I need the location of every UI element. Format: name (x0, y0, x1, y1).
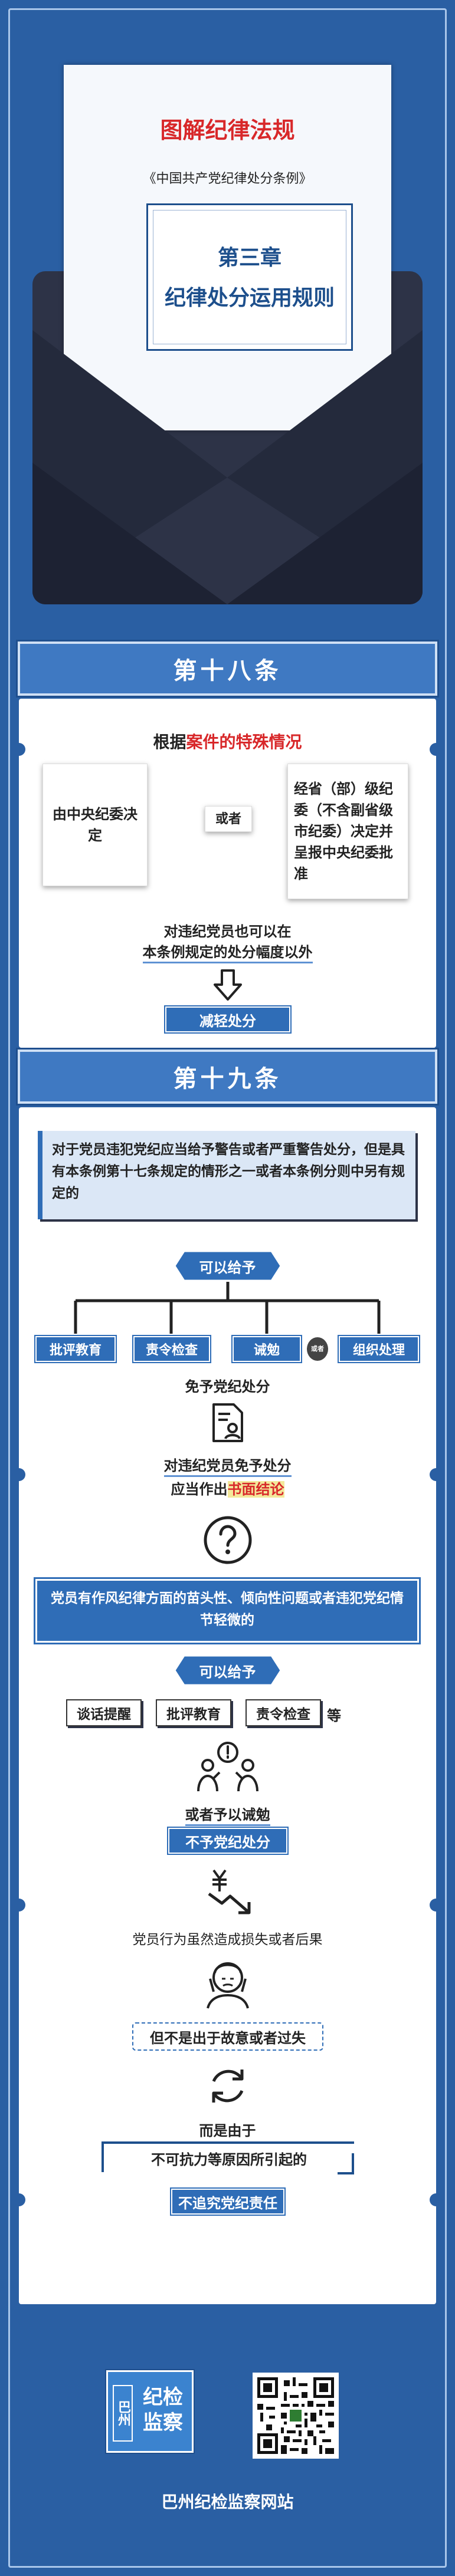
down-arrow-icon (214, 969, 242, 1001)
document-person-icon (212, 1403, 243, 1442)
loss-trend-icon (208, 1869, 251, 1914)
not-intent-box: 但不是出于故意或者过失 (132, 2022, 323, 2051)
regulation-name: 《中国共产党纪律处分条例》 (143, 172, 312, 186)
side-hole (12, 743, 25, 756)
site-name: 巴州纪检监察网站 (161, 2492, 294, 2512)
may-give-label-shape-2 (174, 1654, 282, 1686)
chapter-number: 第三章 (217, 246, 281, 270)
option-organizational-handling: 组织处理 (338, 1335, 420, 1363)
force-majeure-box: 不可抗力等原因所引起的 (102, 2141, 354, 2172)
side-hole (12, 1468, 25, 1481)
refresh-cycle-icon (212, 2070, 244, 2103)
warning-people-icon (197, 1742, 258, 1792)
side-hole (430, 1468, 443, 1481)
chapter-title: 纪律处分运用规则 (164, 286, 335, 310)
logo-side-text: 巴州 (113, 2385, 133, 2442)
art19-intro: 对于党员违犯党纪应当给予警告或者严重警告处分，但是具有本条例第十七条规定的情形之… (38, 1131, 415, 1219)
option-criticism-education: 批评教育 (34, 1335, 117, 1363)
art18-line2: 本条例规定的处分幅度以外 (19, 940, 436, 963)
may-give-label-1: 可以给予 (199, 1259, 256, 1276)
qr-code-icon (257, 2377, 334, 2454)
option-admonish: 诫勉 (231, 1335, 302, 1363)
exempt-title: 免予党纪处分 (185, 1379, 270, 1395)
may-give-label-2: 可以给予 (199, 1664, 256, 1680)
art18-line1: 对违纪党员也可以在 (163, 923, 292, 940)
or-admonish-line: 或者予以诫勉 (19, 1803, 436, 1826)
option-criticism-education-2: 批评教育 (156, 1699, 231, 1726)
central-commission-box: 由中央纪委决定 (42, 764, 148, 886)
option-order-review-2: 责令检查 (245, 1699, 321, 1726)
exempt-line1: 对违纪党员免予处分 (19, 1454, 436, 1477)
site-logo: 巴州 纪检监察 (106, 2370, 194, 2453)
logo-main-text: 纪检监察 (143, 2386, 183, 2434)
etc-label: 等 (327, 1708, 341, 1724)
mitigate-punishment-pill: 减轻处分 (164, 1005, 292, 1034)
envelope-front (32, 330, 423, 604)
article-19-card: 对于党员违犯党纪应当给予警告或者严重警告处分，但是具有本条例第十七条规定的情形之… (19, 1107, 436, 2304)
page-title: 图解纪律法规 (160, 117, 295, 143)
page-frame (8, 8, 447, 2568)
distressed-person-icon (207, 1962, 249, 2009)
side-hole (430, 2193, 443, 2206)
no-pursue-pill: 不追究党纪责任 (170, 2187, 286, 2216)
article-18-banner: 第十八条 (16, 640, 439, 698)
side-hole (430, 1899, 443, 1912)
minor-violation-text: 党员有作风纪律方面的苗头性、倾向性问题或者违犯党纪情节轻微的 (34, 1577, 421, 1644)
no-punishment-pill: 不予党纪处分 (167, 1827, 289, 1855)
or-box: 或者 (205, 806, 252, 832)
side-hole (12, 1899, 25, 1912)
question-mark-icon (204, 1516, 252, 1564)
qr-code-image (253, 2373, 339, 2459)
side-hole (430, 743, 443, 756)
art18-lead: 根据案件的特殊情况 (153, 732, 302, 752)
options-tree-lines (74, 1282, 381, 1334)
may-give-label-shape-1 (174, 1250, 282, 1282)
force-majeure-corner (338, 2153, 354, 2174)
article-18-card: 根据案件的特殊情况 由中央纪委决定 或者 经省（部）级纪委（不含副省级市纪委）决… (19, 699, 436, 1048)
or-mark: 或者 (307, 1337, 328, 1361)
article-19-banner: 第十九条 (16, 1048, 439, 1106)
provincial-commission-box: 经省（部）级纪委（不含副省级市纪委）决定并呈报中央纪委批准 (287, 764, 408, 899)
chapter-box: 第三章 纪律处分运用规则 (146, 203, 353, 351)
option-talk-reminder: 谈话提醒 (66, 1699, 142, 1726)
loss-text: 党员行为虽然造成损失或者后果 (132, 1932, 323, 1947)
option-order-review: 责令检查 (132, 1335, 211, 1363)
but-due-line: 而是由于 (199, 2123, 256, 2139)
exempt-line2: 应当作出书面结论 (171, 1481, 284, 1498)
side-hole (12, 2193, 25, 2206)
